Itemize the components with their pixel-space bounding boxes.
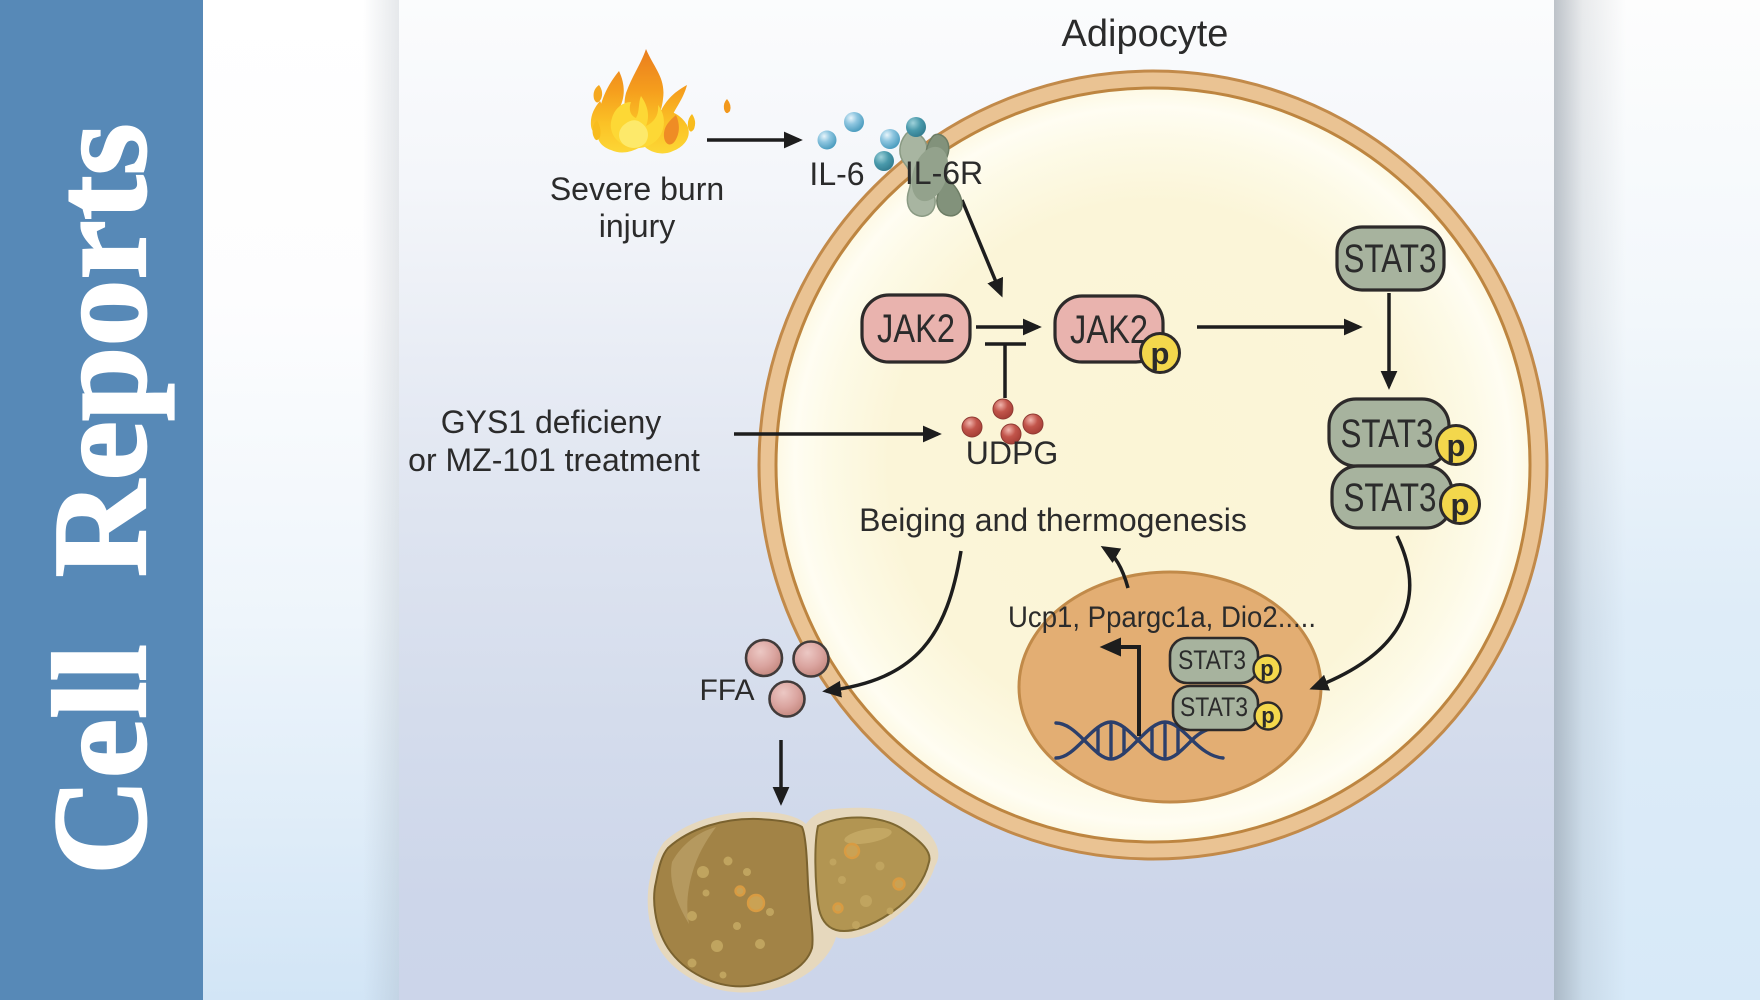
- svg-text:STAT3: STAT3: [1341, 412, 1434, 456]
- svg-text:STAT3: STAT3: [1344, 476, 1437, 520]
- svg-text:injury: injury: [599, 208, 675, 244]
- svg-text:Adipocyte: Adipocyte: [1062, 13, 1229, 55]
- svg-text:Ucp1, Ppargc1a, Dio2.....: Ucp1, Ppargc1a, Dio2.....: [1008, 601, 1316, 634]
- svg-text:Severe burn: Severe burn: [550, 171, 724, 207]
- svg-text:p: p: [1451, 487, 1470, 522]
- svg-text:p: p: [1260, 656, 1273, 681]
- svg-text:UDPG: UDPG: [966, 435, 1058, 471]
- svg-text:p: p: [1151, 336, 1170, 371]
- svg-text:STAT3: STAT3: [1180, 692, 1248, 722]
- svg-text:STAT3: STAT3: [1178, 645, 1246, 675]
- svg-text:Beiging and thermogenesis: Beiging and thermogenesis: [859, 502, 1247, 538]
- svg-text:or MZ-101 treatment: or MZ-101 treatment: [408, 442, 700, 478]
- svg-text:IL-6: IL-6: [809, 156, 864, 192]
- svg-text:JAK2: JAK2: [877, 307, 955, 351]
- svg-text:STAT3: STAT3: [1344, 237, 1437, 281]
- svg-text:IL-6R: IL-6R: [905, 155, 983, 191]
- svg-text:JAK2: JAK2: [1070, 308, 1148, 352]
- svg-text:p: p: [1261, 703, 1274, 728]
- svg-text:p: p: [1447, 428, 1466, 463]
- svg-text:FFA: FFA: [699, 674, 754, 707]
- svg-text:GYS1 deficieny: GYS1 deficieny: [441, 404, 662, 440]
